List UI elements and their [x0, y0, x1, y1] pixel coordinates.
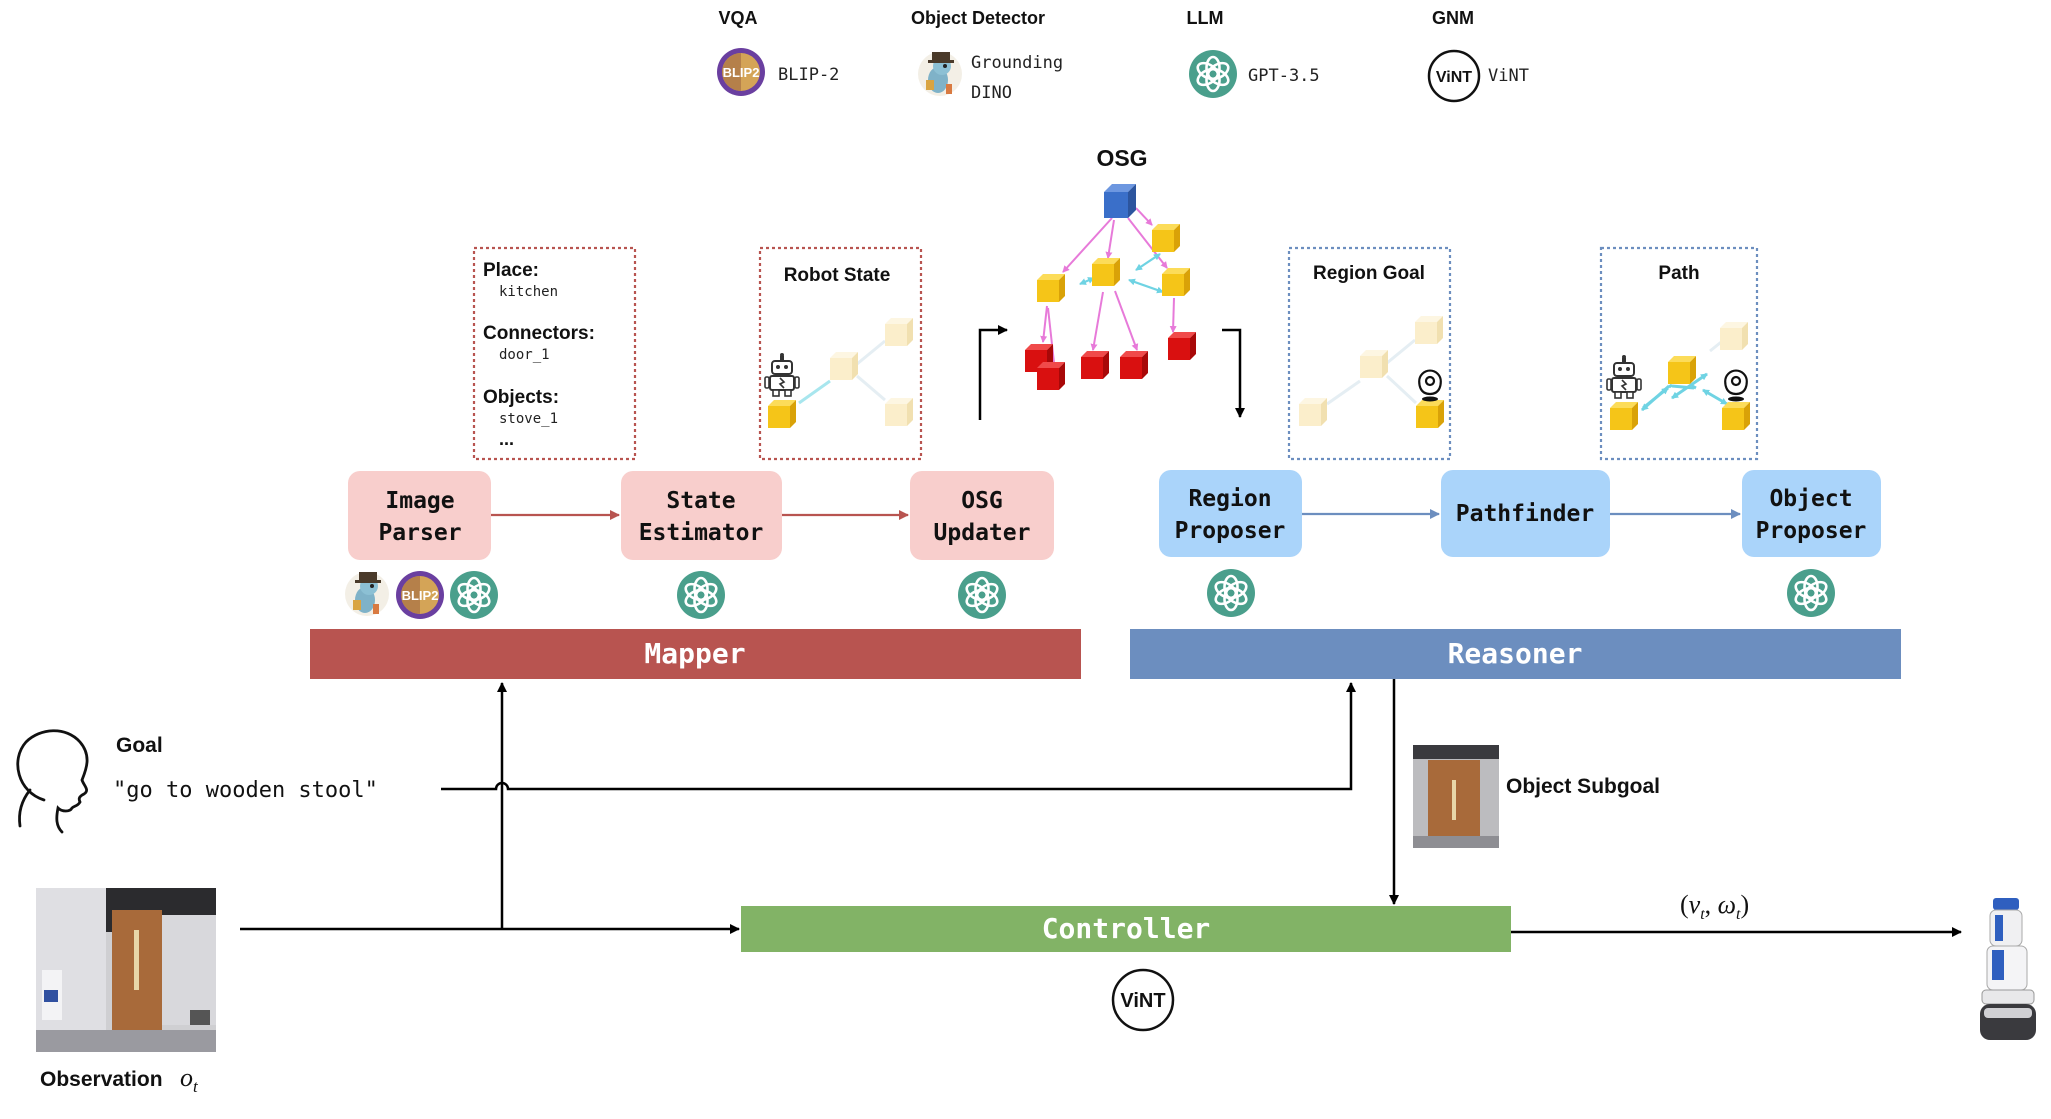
state-objects-label: Objects:	[483, 387, 559, 408]
legend: VQA BLIP2 BLIP-2 Object Detector Groundi…	[717, 8, 1529, 103]
robot-state-pale-node	[885, 398, 913, 426]
observation-symbol: ot	[180, 1063, 199, 1096]
state-estimator-module: State Estimator	[621, 471, 782, 560]
state-panel: Place: kitchen Connectors: door_1 Object…	[472, 246, 637, 461]
osg-root-node	[1104, 184, 1136, 218]
svg-text:Pathfinder: Pathfinder	[1456, 501, 1594, 527]
svg-text:Mapper: Mapper	[644, 637, 745, 670]
action-label: (vt, ωt)	[1680, 890, 1749, 923]
robot-state-current-node	[768, 400, 796, 428]
robot-state-panel: Robot State	[758, 246, 923, 461]
osg-title: OSG	[1096, 145, 1147, 171]
svg-text:ViNT: ViNT	[1436, 69, 1472, 86]
observation-label: Observation	[40, 1068, 163, 1091]
svg-text:OSG: OSG	[961, 488, 1003, 514]
region-goal-pale-node	[1299, 398, 1327, 426]
osg-object-node	[1081, 351, 1109, 379]
robot-state-title: Robot State	[784, 265, 891, 286]
osg-in-arrow	[978, 325, 1008, 420]
svg-text:Proposer: Proposer	[1175, 518, 1286, 544]
osg-region-node	[1152, 224, 1180, 252]
mapper-bar: Mapper	[310, 629, 1081, 679]
path-title: Path	[1658, 263, 1699, 284]
svg-text:Reasoner: Reasoner	[1448, 637, 1583, 670]
state-place-label: Place:	[483, 260, 539, 281]
fetch-robot-image	[1980, 898, 2036, 1040]
goal-label: Goal	[116, 734, 163, 757]
object-subgoal-image	[1413, 745, 1499, 848]
path-goal-node	[1722, 402, 1750, 430]
region-goal-title: Region Goal	[1313, 263, 1425, 284]
legend-gnm-label: GNM	[1432, 8, 1474, 28]
observation-image	[36, 888, 216, 1052]
svg-text:State: State	[666, 488, 735, 514]
legend-object-detector-label: Object Detector	[911, 8, 1045, 28]
path-pale-node	[1720, 322, 1748, 350]
svg-text:Updater: Updater	[934, 520, 1031, 546]
svg-text:Object: Object	[1769, 486, 1852, 512]
osg-object-node	[1168, 332, 1196, 360]
osg-region-node	[1162, 268, 1190, 296]
svg-text:Estimator: Estimator	[639, 520, 764, 546]
state-ellipsis: ...	[499, 429, 514, 449]
openai-logo-icon	[1187, 48, 1239, 100]
osg-updater-module: OSG Updater	[910, 471, 1054, 560]
object-proposer-module: Object Proposer	[1742, 470, 1881, 557]
path-start-node	[1610, 402, 1638, 430]
osg-object-node	[1120, 351, 1148, 379]
openai-logo-icon	[956, 569, 1008, 621]
state-connectors-value: door_1	[499, 347, 550, 363]
svg-text:Controller: Controller	[1042, 912, 1211, 945]
svg-text:Parser: Parser	[378, 520, 461, 546]
grounding-dino-logo-icon	[918, 52, 962, 96]
data-flow-lines	[240, 679, 1962, 937]
openai-logo-icon	[1205, 567, 1257, 619]
goal-speaker-icon	[16, 729, 89, 834]
openai-logo-icon	[1785, 567, 1837, 619]
legend-llm-label: LLM	[1187, 8, 1224, 28]
svg-text:Proposer: Proposer	[1756, 518, 1867, 544]
svg-text:ViNT: ViNT	[1120, 990, 1165, 1012]
path-panel: Path	[1599, 246, 1759, 461]
image-parser-module: Image Parser	[348, 471, 491, 560]
svg-text:Image: Image	[385, 488, 454, 514]
state-place-value: kitchen	[499, 284, 558, 300]
svg-text:Region: Region	[1188, 486, 1271, 512]
openai-logo-icon	[675, 569, 727, 621]
legend-grounding-dino-model-line1: Grounding	[971, 53, 1063, 73]
osg-out-arrow	[1222, 328, 1245, 418]
state-objects-value: stove_1	[499, 411, 558, 427]
state-connectors-label: Connectors:	[483, 323, 595, 344]
legend-blip2-logo-text: BLIP2	[723, 65, 760, 80]
legend-vint-model: ViNT	[1488, 66, 1529, 86]
pathfinder-module: Pathfinder	[1441, 470, 1610, 557]
robot-state-pale-node	[830, 352, 858, 380]
region-proposer-module: Region Proposer	[1159, 470, 1302, 557]
path-node	[1668, 356, 1696, 384]
goal-text: "go to wooden stool"	[113, 778, 378, 803]
legend-blip2-model: BLIP-2	[778, 65, 839, 85]
controller-bar: Controller	[741, 906, 1511, 952]
osg-region-node	[1037, 274, 1065, 302]
blip2-logo-text: BLIP2	[402, 588, 439, 603]
grounding-dino-logo-icon	[345, 572, 389, 616]
openai-logo-icon	[448, 569, 500, 621]
vint-logo-icon: ViNT	[1111, 968, 1175, 1032]
region-goal-target-node	[1416, 400, 1444, 428]
legend-grounding-dino-model-line2: DINO	[971, 83, 1012, 103]
reasoner-bar: Reasoner	[1130, 629, 1901, 679]
object-subgoal-label: Object Subgoal	[1506, 775, 1660, 798]
region-goal-pale-node	[1415, 316, 1443, 344]
osg-region-node	[1092, 258, 1120, 286]
robot-state-pale-node	[885, 318, 913, 346]
osg-graph: OSG	[978, 145, 1245, 420]
region-goal-panel: Region Goal	[1287, 246, 1452, 461]
osg-object-node	[1037, 362, 1065, 390]
region-goal-pale-node	[1360, 350, 1388, 378]
vint-logo-icon: ViNT	[1427, 49, 1481, 103]
legend-gpt-model: GPT-3.5	[1248, 66, 1320, 86]
legend-vqa-label: VQA	[718, 8, 757, 28]
